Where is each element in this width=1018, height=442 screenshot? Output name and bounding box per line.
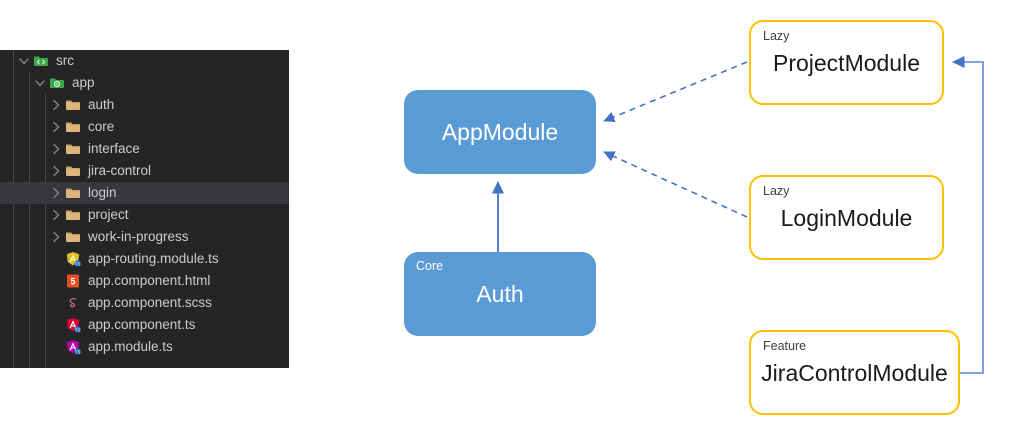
edge-projectmodule-to-appmodule (603, 61, 748, 123)
chevron-right-icon[interactable] (48, 207, 64, 223)
edge-loginmodule-to-appmodule (603, 151, 748, 218)
src-folder-icon (32, 53, 50, 69)
tree-row-app-component-ts[interactable]: TS app.component.ts (0, 314, 289, 336)
angular-routing-file-icon: TS (64, 251, 82, 267)
tree-row-app-module-ts[interactable]: TS app.module.ts (0, 336, 289, 358)
tree-row-project[interactable]: project (0, 204, 289, 226)
node-tag: Lazy (763, 29, 790, 43)
folder-icon (64, 97, 82, 113)
tree-row-login[interactable]: login (0, 182, 289, 204)
node-title: ProjectModule (772, 49, 921, 76)
node-title: Auth (476, 281, 524, 307)
app-folder-icon (48, 75, 66, 91)
html5-file-icon: 5 (64, 273, 82, 289)
folder-icon (64, 229, 82, 245)
chevron-down-icon[interactable] (16, 53, 32, 69)
node-tag: Core (416, 259, 444, 273)
node-tag: Lazy (763, 184, 790, 198)
folder-icon (64, 185, 82, 201)
tree-item-label: jira-control (88, 163, 152, 178)
node-tag: Feature (763, 339, 807, 353)
edge-jiracontrolmodule-to-projectmodule (952, 55, 984, 374)
angular-module-file-icon: TS (64, 339, 82, 355)
tree-row-interface[interactable]: interface (0, 138, 289, 160)
tree-row-app-component-html[interactable]: 5 app.component.html (0, 270, 289, 292)
chevron-down-icon[interactable] (32, 75, 48, 91)
tree-item-label: app.component.ts (88, 317, 196, 332)
diagram-node-appmodule[interactable]: AppModule (404, 90, 596, 174)
tree-item-label: login (88, 185, 117, 200)
chevron-right-icon[interactable] (48, 185, 64, 201)
tree-item-label: core (88, 119, 115, 134)
file-tree[interactable]: src app auth core interface jira-control login… (0, 50, 289, 358)
tree-item-label: auth (88, 97, 115, 112)
chevron-right-icon[interactable] (48, 229, 64, 245)
tree-row-app-component-scss[interactable]: app.component.scss (0, 292, 289, 314)
tree-item-label: app.component.html (88, 273, 211, 288)
folder-icon (64, 119, 82, 135)
tree-item-label: app-routing.module.ts (88, 251, 219, 266)
file-explorer-panel[interactable]: src app auth core interface jira-control login… (0, 50, 289, 368)
svg-text:TS: TS (75, 349, 81, 354)
chevron-right-icon[interactable] (48, 141, 64, 157)
tree-item-label: work-in-progress (88, 229, 189, 244)
chevron-right-icon[interactable] (48, 97, 64, 113)
svg-text:TS: TS (75, 327, 81, 332)
tree-row-jira-control[interactable]: jira-control (0, 160, 289, 182)
tree-item-label: src (56, 53, 74, 68)
folder-icon (64, 207, 82, 223)
svg-text:5: 5 (70, 276, 75, 286)
tree-row-work-in-progress[interactable]: work-in-progress (0, 226, 289, 248)
tree-row-app[interactable]: app (0, 72, 289, 94)
sass-file-icon (64, 295, 82, 311)
svg-text:TS: TS (75, 261, 81, 266)
node-title: LoginModule (780, 204, 913, 231)
tree-item-label: project (88, 207, 129, 222)
folder-icon (64, 141, 82, 157)
node-title: AppModule (441, 119, 559, 145)
node-title: JiraControlModule (761, 359, 948, 386)
angular-component-file-icon: TS (64, 317, 82, 333)
tree-item-label: interface (88, 141, 140, 156)
chevron-right-icon[interactable] (48, 163, 64, 179)
folder-icon (64, 163, 82, 179)
tree-item-label: app.component.scss (88, 295, 212, 310)
tree-item-label: app.module.ts (88, 339, 173, 354)
tree-row-src[interactable]: src (0, 50, 289, 72)
tree-row-auth[interactable]: auth (0, 94, 289, 116)
tree-item-label: app (72, 75, 95, 90)
tree-row-app-routing-module-ts[interactable]: TS app-routing.module.ts (0, 248, 289, 270)
chevron-right-icon[interactable] (48, 119, 64, 135)
tree-row-core[interactable]: core (0, 116, 289, 138)
